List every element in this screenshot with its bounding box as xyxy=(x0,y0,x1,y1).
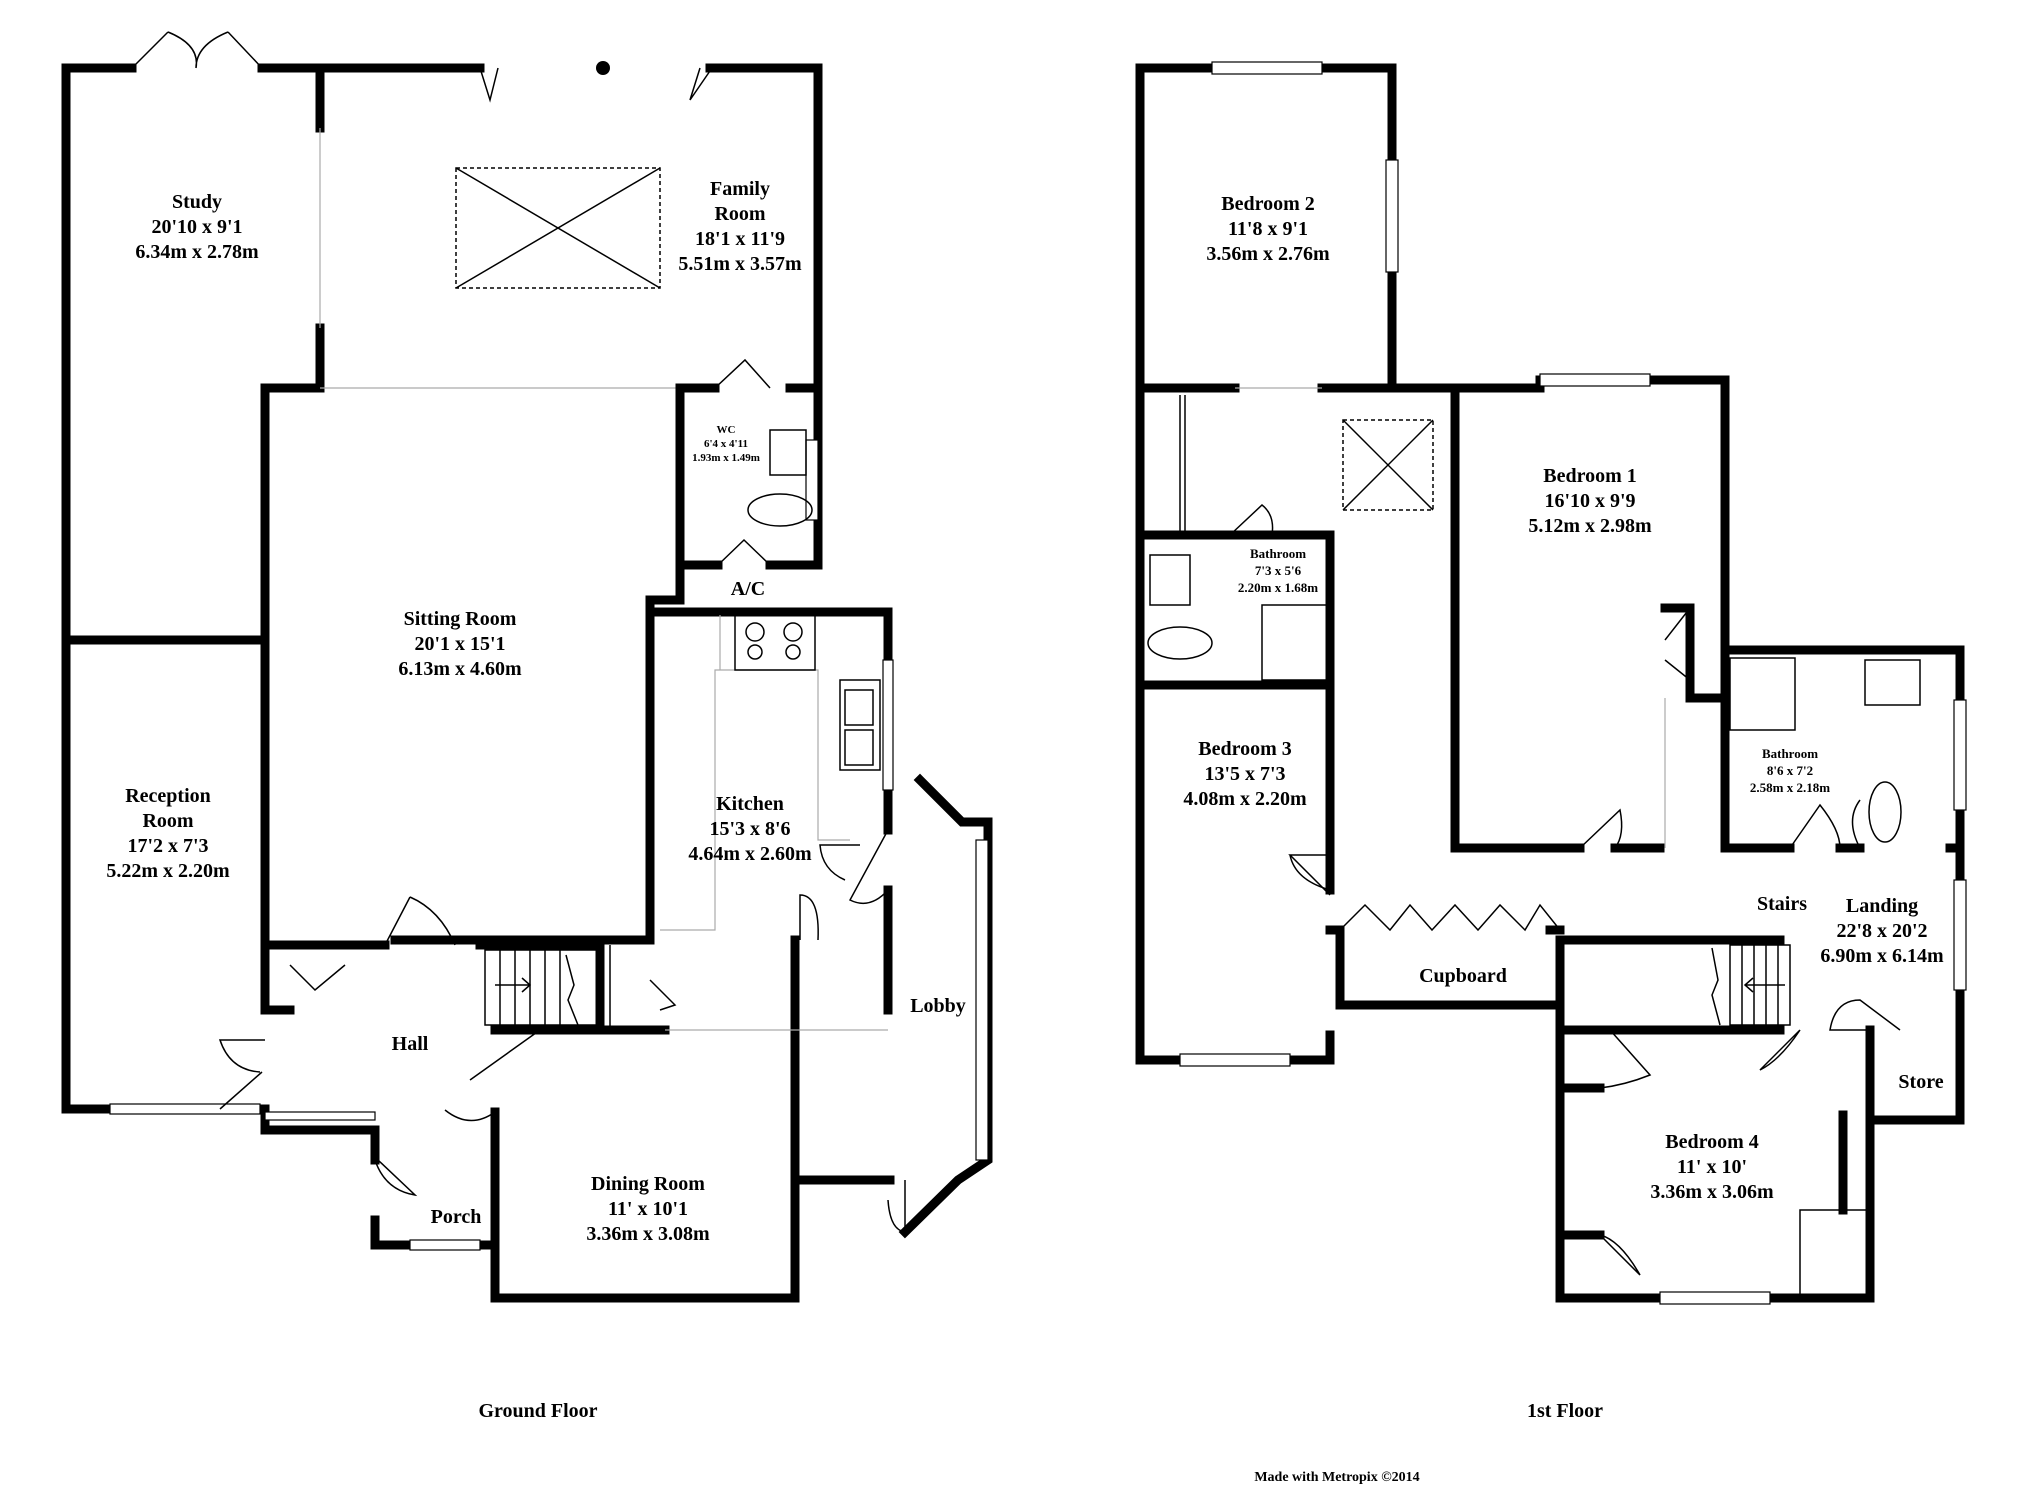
bedroom4-label: Bedroom 4 11' x 10' 3.36m x 3.06m xyxy=(1650,1131,1774,1203)
kitchen-label: Kitchen 15'3 x 8'6 4.64m x 2.60m xyxy=(688,793,812,865)
family-room-size-imperial: 18'1 x 11'9 xyxy=(695,228,785,250)
kitchen-sink-icon xyxy=(839,679,881,771)
bedroom3-size-imperial: 13'5 x 7'3 xyxy=(1204,763,1285,785)
cupboard-label: Cupboard xyxy=(1419,965,1507,987)
bedroom2-label: Bedroom 2 11'8 x 9'1 3.56m x 2.76m xyxy=(1206,193,1330,265)
reception-room-label: Reception Room 17'2 x 7'3 5.22m x 2.20m xyxy=(106,785,230,882)
wc-size-metric: 1.93m x 1.49m xyxy=(692,452,760,464)
bathroom-main-size-imperial: 7'3 x 5'6 xyxy=(1255,563,1302,578)
reception-room-name-1: Reception xyxy=(125,785,211,807)
bedroom3-name: Bedroom 3 xyxy=(1198,738,1292,760)
kitchen-size-imperial: 15'3 x 8'6 xyxy=(709,818,790,840)
bathroom-toilet-icon xyxy=(1147,626,1213,660)
family-room-name-1: Family xyxy=(710,178,770,200)
dining-room-size-imperial: 11' x 10'1 xyxy=(608,1198,688,1220)
wc-label: WC 6'4 x 4'11 1.93m x 1.49m xyxy=(692,424,760,464)
bedroom4-name: Bedroom 4 xyxy=(1665,1131,1759,1153)
bedroom4-size-metric: 3.36m x 3.06m xyxy=(1650,1181,1774,1203)
first-floor-stairs xyxy=(1711,944,1791,1026)
bathroom-ensuite-label: Bathroom 8'6 x 7'2 2.58m x 2.18m xyxy=(1750,746,1830,795)
wc-toilet-icon xyxy=(747,493,813,527)
dining-room-size-metric: 3.36m x 3.08m xyxy=(586,1223,710,1245)
bathroom-ensuite-size-metric: 2.58m x 2.18m xyxy=(1750,780,1830,795)
study-size-imperial: 20'10 x 9'1 xyxy=(151,216,242,238)
bedroom1-label: Bedroom 1 16'10 x 9'9 5.12m x 2.98m xyxy=(1528,465,1652,537)
study-label: Study 20'10 x 9'1 6.34m x 2.78m xyxy=(135,191,259,263)
bedroom1-size-imperial: 16'10 x 9'9 xyxy=(1544,490,1635,512)
porch-label: Porch xyxy=(431,1206,482,1228)
family-room-size-metric: 5.51m x 3.57m xyxy=(678,253,802,275)
bedroom2-size-imperial: 11'8 x 9'1 xyxy=(1228,218,1308,240)
wc-name: WC xyxy=(717,424,736,436)
bedroom2-size-metric: 3.56m x 2.76m xyxy=(1206,243,1330,265)
landing-label: Landing 22'8 x 20'2 6.90m x 6.14m xyxy=(1820,895,1944,967)
ground-stairs xyxy=(484,949,601,1026)
ground-floor-plan xyxy=(61,31,993,1303)
bathroom-shower-icon xyxy=(1261,604,1328,681)
bedroom2-name: Bedroom 2 xyxy=(1221,193,1315,215)
study-name: Study xyxy=(172,191,222,213)
bathroom-ensuite-size-imperial: 8'6 x 7'2 xyxy=(1767,763,1813,778)
dining-room-name: Dining Room xyxy=(591,1173,705,1195)
post-marker-icon xyxy=(596,61,610,75)
kitchen-size-metric: 4.64m x 2.60m xyxy=(688,843,812,865)
store-label: Store xyxy=(1898,1071,1943,1093)
sitting-room-size-metric: 6.13m x 4.60m xyxy=(398,658,522,680)
bedroom3-size-metric: 4.08m x 2.20m xyxy=(1183,788,1307,810)
ac-label: A/C xyxy=(731,578,765,600)
ensuite-shower-icon xyxy=(1729,657,1796,731)
bathroom-main-name: Bathroom xyxy=(1250,546,1306,561)
reception-room-size-imperial: 17'2 x 7'3 xyxy=(127,835,208,857)
ensuite-toilet-icon xyxy=(1868,781,1902,843)
stairs-label: Stairs xyxy=(1757,893,1807,915)
bathroom-ensuite-name: Bathroom xyxy=(1762,746,1818,761)
first-floor-caption: 1st Floor xyxy=(1527,1400,1603,1422)
reception-room-size-metric: 5.22m x 2.20m xyxy=(106,860,230,882)
hob-icon xyxy=(734,614,816,671)
bedroom4-size-imperial: 11' x 10' xyxy=(1677,1156,1747,1178)
sitting-room-label: Sitting Room 20'1 x 15'1 6.13m x 4.60m xyxy=(398,608,522,680)
kitchen-name: Kitchen xyxy=(716,793,784,815)
bedroom3-label: Bedroom 3 13'5 x 7'3 4.08m x 2.20m xyxy=(1183,738,1307,810)
landing-size-metric: 6.90m x 6.14m xyxy=(1820,945,1944,967)
study-size-metric: 6.34m x 2.78m xyxy=(135,241,259,263)
first-floor-plan xyxy=(1135,61,1967,1305)
bedroom1-size-metric: 5.12m x 2.98m xyxy=(1528,515,1652,537)
ground-floor-caption: Ground Floor xyxy=(478,1400,597,1422)
landing-skylight xyxy=(1342,419,1434,511)
bedroom1-name: Bedroom 1 xyxy=(1543,465,1637,487)
dining-room-label: Dining Room 11' x 10'1 3.36m x 3.08m xyxy=(586,1173,710,1245)
family-room-skylight xyxy=(455,167,661,289)
family-room-label: Family Room 18'1 x 11'9 5.51m x 3.57m xyxy=(678,178,802,275)
landing-name: Landing xyxy=(1846,895,1918,917)
wc-size-imperial: 6'4 x 4'11 xyxy=(704,438,748,450)
hall-label: Hall xyxy=(392,1033,429,1055)
reception-room-name-2: Room xyxy=(142,810,193,832)
lobby-label: Lobby xyxy=(910,995,966,1017)
bathroom-main-label: Bathroom 7'3 x 5'6 2.20m x 1.68m xyxy=(1238,546,1318,595)
wc-basin-icon xyxy=(769,429,807,476)
sitting-room-name: Sitting Room xyxy=(404,608,517,630)
sitting-room-size-imperial: 20'1 x 15'1 xyxy=(414,633,505,655)
ensuite-basin-icon xyxy=(1864,659,1921,706)
family-room-name-2: Room xyxy=(714,203,765,225)
bathroom-basin-icon xyxy=(1149,554,1191,606)
footer-credit: Made with Metropix ©2014 xyxy=(1254,1470,1419,1485)
landing-size-imperial: 22'8 x 20'2 xyxy=(1836,920,1927,942)
bathroom-main-size-metric: 2.20m x 1.68m xyxy=(1238,580,1318,595)
